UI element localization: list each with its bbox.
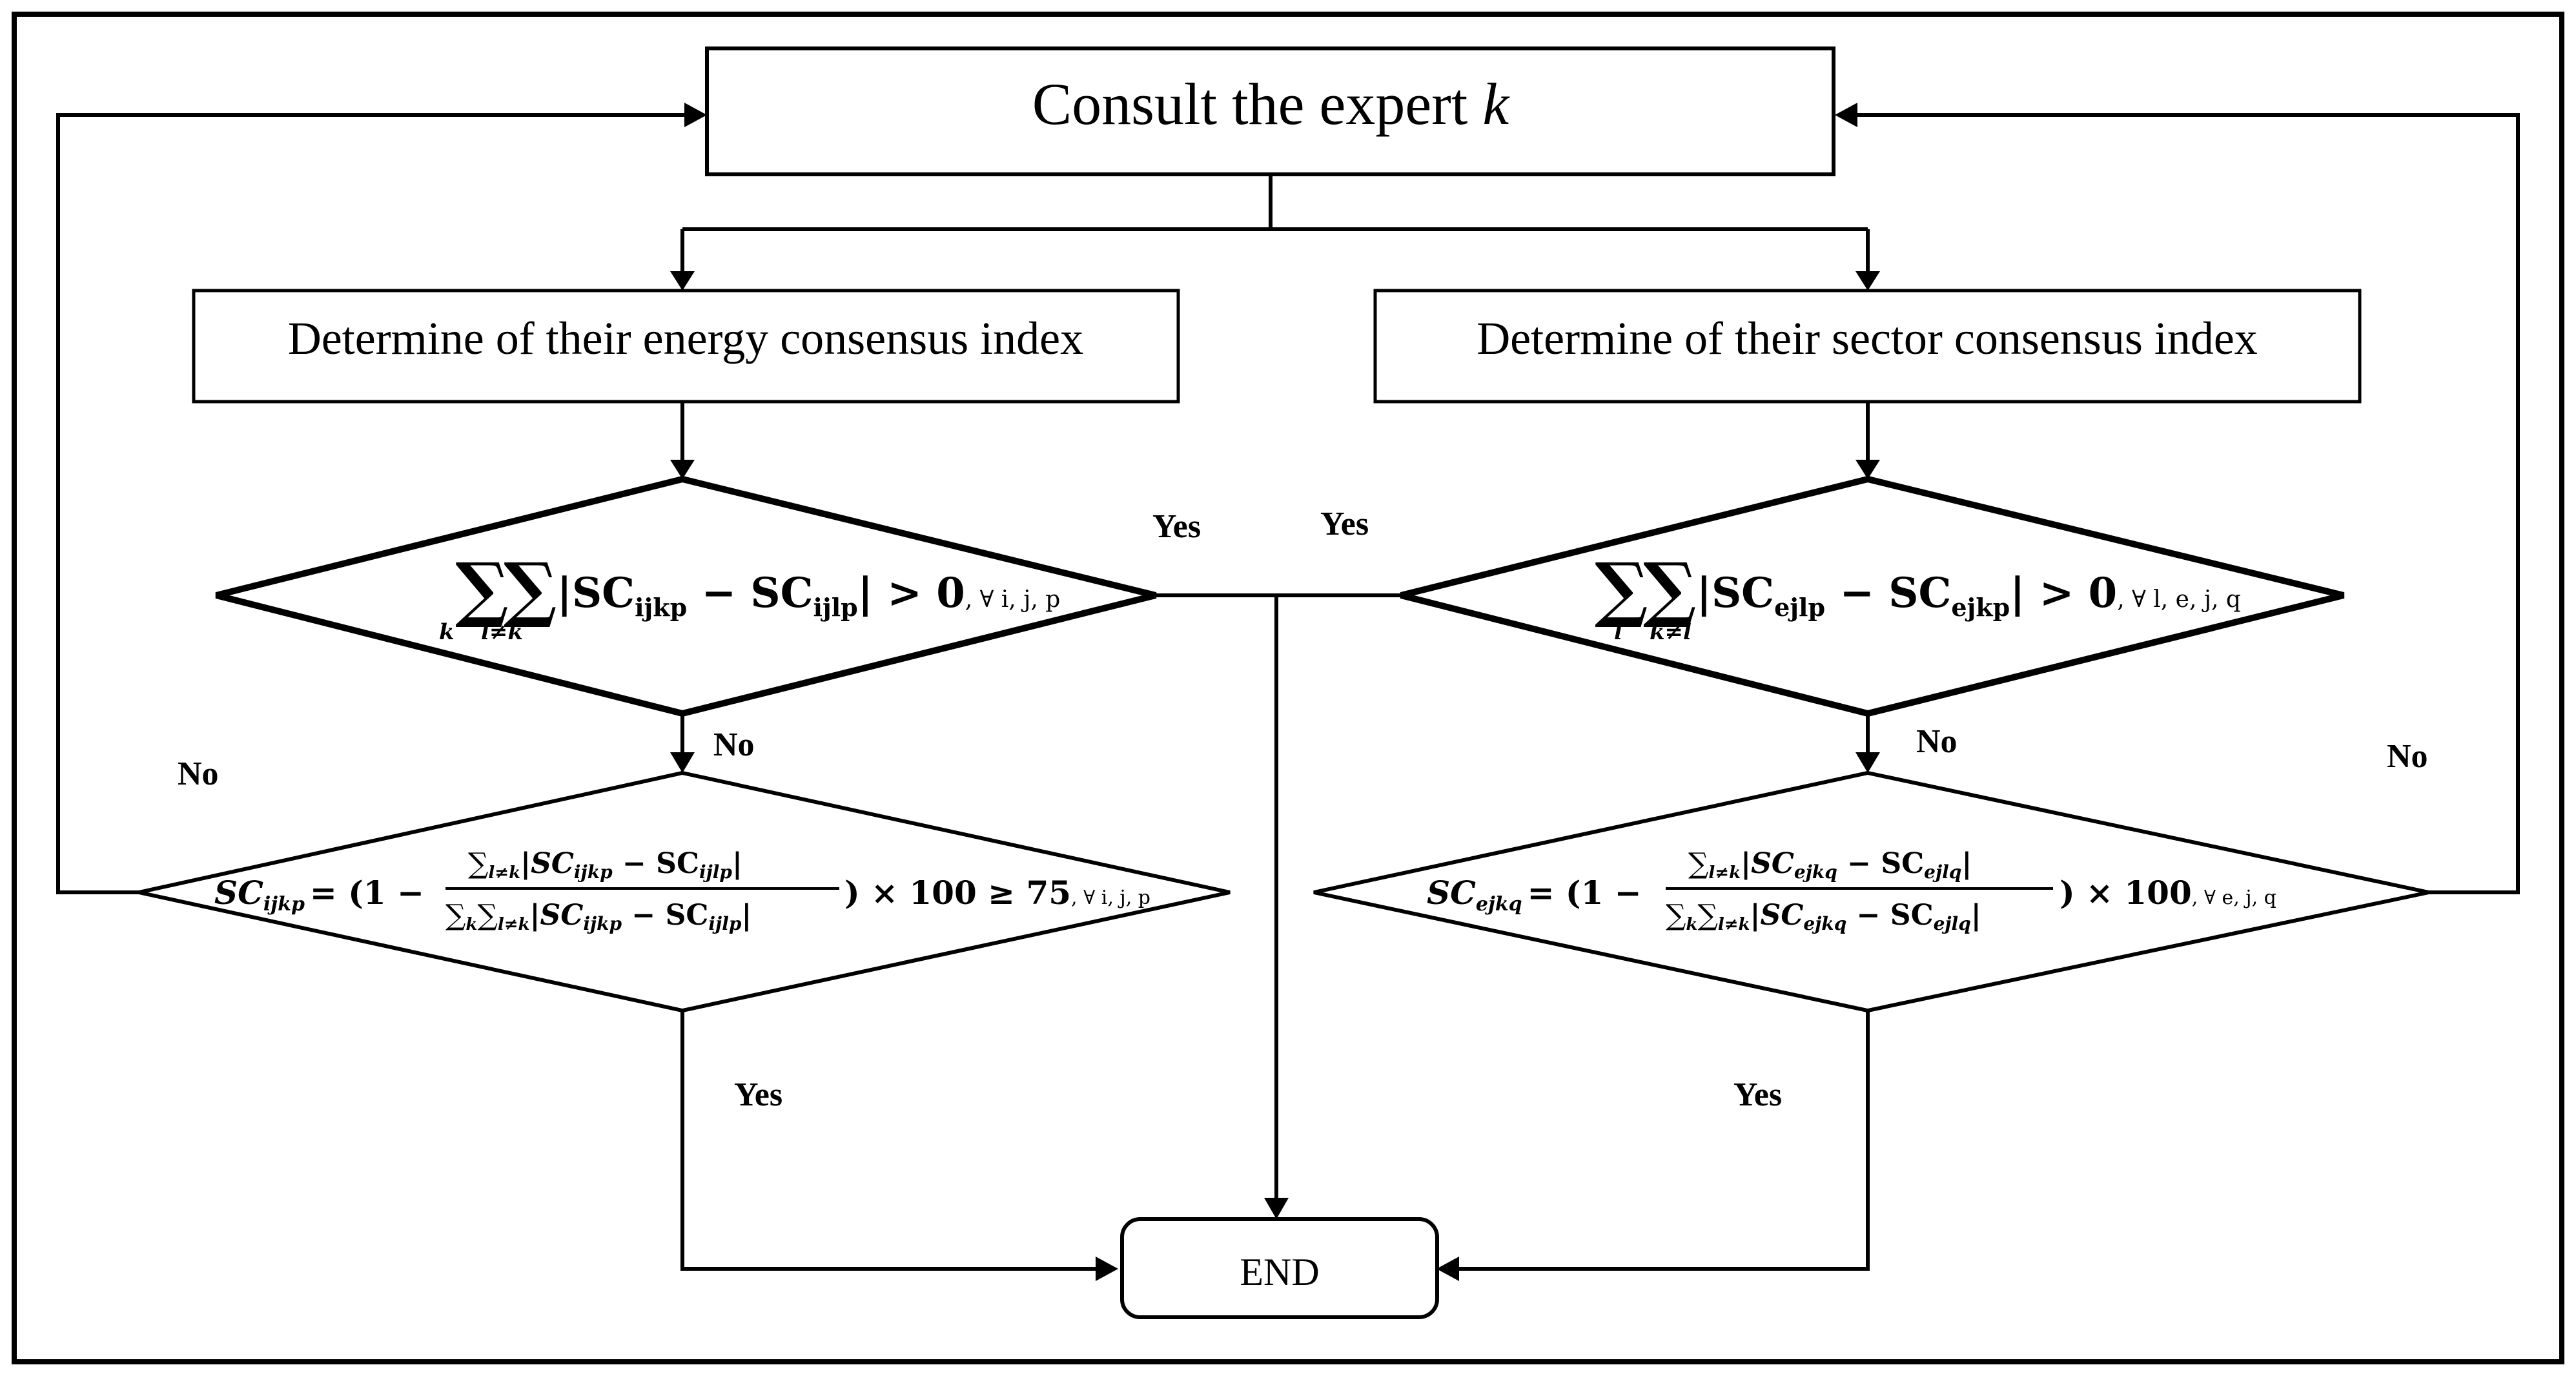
arrowhead-energy-box	[670, 271, 695, 291]
arrowhead-sector-check	[1855, 460, 1880, 479]
arrowhead-loop-right	[1835, 103, 1857, 127]
arrowhead-energy-index	[670, 752, 695, 773]
sector-index-numerator: ∑l≠k|SCejkq − SCejlq|	[1688, 847, 1972, 883]
sector-index-decision: SCejkq= (1 − ∑l≠k|SCejkq − SCejlq| ∑k∑l≠…	[1313, 770, 2429, 1013]
label-no-left-outer: No	[178, 755, 219, 792]
consult-box	[705, 46, 1835, 176]
sector-index-diamond	[1313, 770, 2429, 1013]
label-yes-right-bottom: Yes	[1733, 1076, 1782, 1113]
energy-check-diamond	[215, 475, 1157, 717]
connectors	[56, 103, 2520, 1281]
consult-label: Consult the expert k	[1032, 71, 1511, 137]
arrowhead-loop-left	[684, 103, 707, 127]
energy-index-numerator: ∑l≠k|SCijkp − SCijlp|	[468, 847, 742, 883]
sector-check-sub1: l	[1614, 619, 1622, 645]
energy-index-rhs: ) × 100 ≥ 75, ∀ i, j, p	[844, 874, 1150, 912]
energy-index-diamond	[138, 770, 1231, 1013]
arrowhead-end-center	[1264, 1198, 1289, 1219]
sector-box-label: Determine of their sector consensus inde…	[1477, 313, 2258, 364]
consult-node: Consult the expert k	[705, 46, 1835, 176]
energy-check-formula: ∑∑|SCijkp − SCijlp| > 0, ∀ i, j, p	[455, 547, 1060, 630]
outer-frame	[12, 12, 2564, 1364]
energy-check-sub2: l≠k	[481, 619, 523, 645]
sector-check-diamond	[1400, 475, 2345, 717]
energy-index-box: Determine of their energy consensus inde…	[192, 289, 1180, 404]
end-node: END	[1120, 1217, 1439, 1319]
label-no-right-mid: No	[1916, 723, 1958, 760]
label-yes-left-top: Yes	[1152, 508, 1201, 545]
label-no-right-outer: No	[2387, 738, 2428, 775]
sector-index-box: Determine of their sector consensus inde…	[1373, 289, 2362, 404]
end-box	[1120, 1217, 1439, 1319]
sector-box	[1373, 289, 2362, 404]
connector-loop-left	[56, 113, 697, 894]
connector-sector-yes-end	[1444, 1011, 1870, 1271]
arrowhead-end-right	[1436, 1257, 1459, 1281]
edge-labels: Yes Yes No No No No Yes Yes	[178, 506, 2428, 1113]
energy-check-decision: ∑∑|SCijkp − SCijlp| > 0, ∀ i, j, p k l≠k	[215, 475, 1157, 717]
energy-box-label: Determine of their energy consensus inde…	[288, 313, 1083, 364]
energy-check-sub1: k	[439, 619, 455, 645]
sector-check-formula: ∑∑|SCejlp − SCejkp| > 0, ∀ l, e, j, q	[1595, 547, 2241, 630]
sector-index-rhs: ) × 100, ∀ e, j, q	[2060, 874, 2276, 912]
label-yes-right-top: Yes	[1320, 506, 1369, 542]
label-yes-left-bottom: Yes	[734, 1076, 782, 1113]
arrowhead-end-left	[1096, 1257, 1118, 1281]
energy-index-lhs: SCijkp= (1 −	[214, 874, 424, 916]
energy-index-denominator: ∑k∑l≠k|SCijkp − SCijlp|	[445, 899, 751, 934]
connector-loop-right	[1846, 113, 2520, 894]
energy-box	[192, 289, 1180, 404]
sector-index-lhs: SCejkq= (1 −	[1427, 874, 1642, 916]
sector-check-decision: ∑∑|SCejlp − SCejkp| > 0, ∀ l, e, j, q l …	[1400, 475, 2345, 717]
arrowhead-energy-check	[670, 460, 695, 479]
label-no-left-mid: No	[713, 726, 755, 763]
arrowhead-sector-box	[1855, 271, 1880, 291]
connector-energy-yes-end	[680, 1011, 1110, 1271]
sector-check-sub2: k≠l	[1650, 619, 1692, 645]
sector-index-denominator: ∑k∑l≠k|SCejkq − SCejlq|	[1666, 899, 1981, 934]
energy-index-decision: SCijkp= (1 − ∑l≠k|SCijkp − SCijlp| ∑k∑l≠…	[138, 770, 1231, 1013]
arrowhead-sector-index	[1855, 752, 1880, 773]
end-label: END	[1240, 1251, 1319, 1293]
